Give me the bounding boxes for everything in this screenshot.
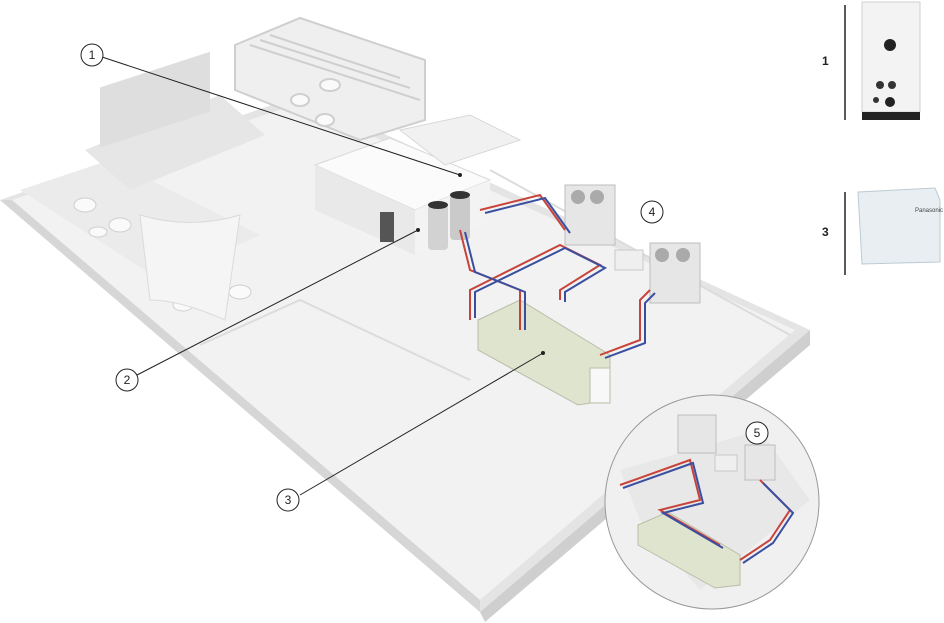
callout-4-label: 4: [649, 205, 656, 219]
callout-4: 4: [640, 200, 664, 224]
callout-5-label: 5: [754, 426, 761, 440]
leader-lines: [101, 56, 544, 496]
leader-dot-2: [416, 228, 420, 232]
pergola: [234, 16, 426, 142]
callout-2-label: 2: [124, 373, 131, 387]
callout-3-label: 3: [285, 493, 292, 507]
callout-1: 1: [80, 43, 104, 67]
piping-blue: [464, 196, 656, 359]
leader-dot-1: [458, 173, 462, 177]
detail-zoom-circle: [604, 394, 820, 610]
side-item-1-label: 1: [822, 54, 829, 68]
callout-5: 5: [745, 421, 769, 445]
brand-label: Panasonic: [915, 208, 943, 214]
callout-2: 2: [115, 368, 139, 392]
callout-1-label: 1: [89, 48, 96, 62]
outdoor-units: [564, 184, 701, 304]
leader-dot-3: [541, 351, 545, 355]
side-item-3-label: 3: [822, 225, 829, 239]
heat-pump-tanks: [428, 191, 470, 250]
callout-3: 3: [276, 488, 300, 512]
side-item-3-image: Panasonic: [844, 187, 943, 275]
lounge-area: [20, 51, 265, 321]
side-item-1-image: [844, 1, 921, 120]
